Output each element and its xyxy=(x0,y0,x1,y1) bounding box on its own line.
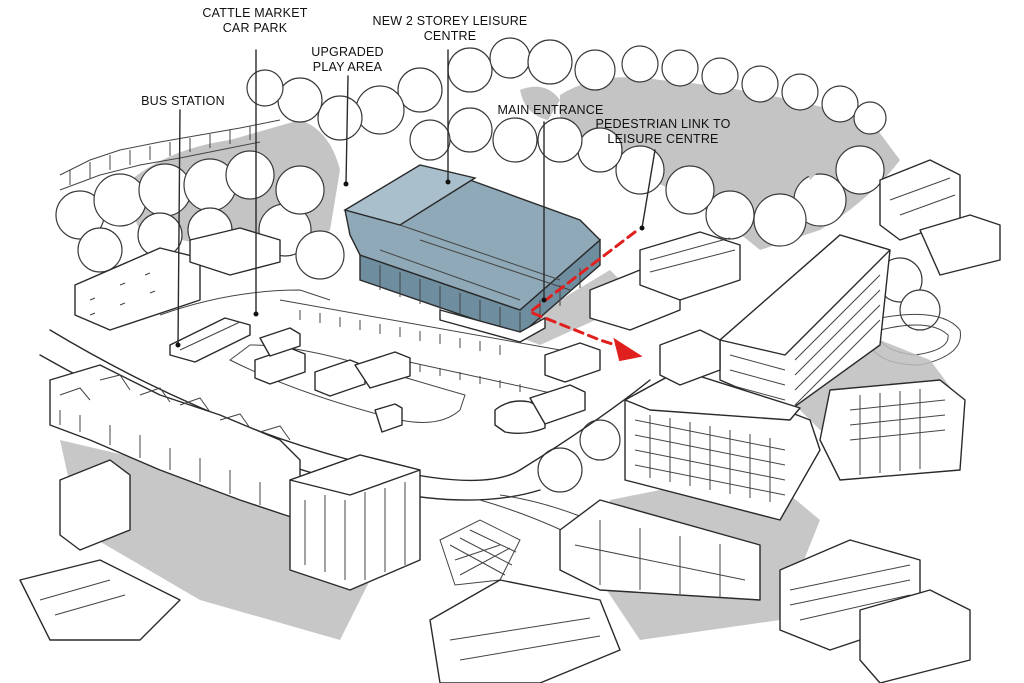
terraced-housing-right xyxy=(879,159,1001,276)
label-play-area-line-1: UPGRADED xyxy=(311,45,384,59)
label-leisure-centre-line-2: CENTRE xyxy=(423,29,477,43)
terraced-housing-top xyxy=(59,119,281,191)
terraced-shops-left xyxy=(19,364,421,641)
label-cattle-market-line-2: CAR PARK xyxy=(222,21,288,35)
foreground-buildings-bottom xyxy=(429,539,971,683)
label-leisure-centre: NEW 2 STOREY LEISURE CENTRE xyxy=(355,14,545,44)
bus-station-building xyxy=(74,227,281,363)
label-main-entrance-line-1: MAIN ENTRANCE xyxy=(497,103,604,117)
tree-belt xyxy=(55,37,941,493)
bus-shelters xyxy=(254,327,411,433)
label-leisure-centre-line-1: NEW 2 STOREY LEISURE xyxy=(372,14,528,28)
label-pedestrian-link-line-2: LEISURE CENTRE xyxy=(607,132,719,146)
adjacent-buildings xyxy=(494,231,741,435)
label-leader-lines xyxy=(175,49,656,348)
tall-block-foreground xyxy=(559,329,821,640)
label-play-area-line-2: PLAY AREA xyxy=(312,60,383,74)
label-pedestrian-link-line-1: PEDESTRIAN LINK TO xyxy=(595,117,731,131)
label-upgraded-play-area: UPGRADED PLAY AREA xyxy=(300,45,395,75)
label-main-entrance: MAIN ENTRANCE xyxy=(488,103,613,118)
office-block-right xyxy=(719,234,966,481)
pedestrian-link-route xyxy=(526,230,643,362)
label-cattle-market-car-park: CATTLE MARKET CAR PARK xyxy=(185,6,325,36)
label-cattle-market-line-1: CATTLE MARKET xyxy=(202,6,308,20)
label-bus-station: BUS STATION xyxy=(128,94,238,109)
label-pedestrian-link: PEDESTRIAN LINK TO LEISURE CENTRE xyxy=(588,117,738,147)
label-bus-station-line-1: BUS STATION xyxy=(141,94,225,108)
